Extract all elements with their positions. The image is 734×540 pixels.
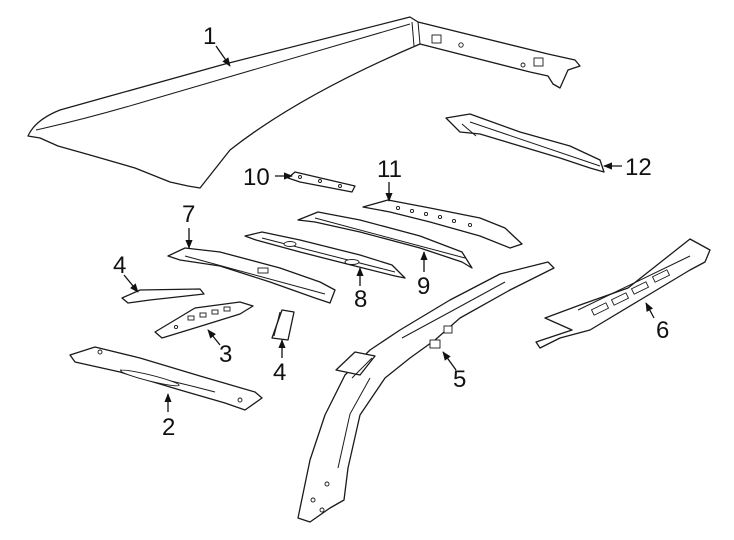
part-9-roof-bow xyxy=(297,211,473,269)
part-1-roof-panel xyxy=(27,16,581,189)
part-3-bow-bracket xyxy=(154,301,254,339)
part-8-roof-bow xyxy=(244,231,406,279)
callout-12: 12 xyxy=(625,154,652,181)
callout-4a: 4 xyxy=(113,252,126,279)
callout-leaders xyxy=(123,45,655,412)
callout-1: 1 xyxy=(203,23,216,50)
callout-8: 8 xyxy=(354,286,367,313)
leader-4a xyxy=(123,274,139,293)
part-6-side-rail xyxy=(535,238,711,349)
callout-4b: 4 xyxy=(273,359,286,386)
part-5-roof-rail xyxy=(297,261,555,523)
leader-1 xyxy=(215,45,231,67)
leader-5 xyxy=(442,351,457,371)
callout-11: 11 xyxy=(377,156,402,183)
callout-3: 3 xyxy=(219,341,232,368)
part-7-roof-bow xyxy=(167,247,336,304)
callout-10: 10 xyxy=(243,164,270,191)
callout-labels: 1 2 3 4 4 5 6 7 8 9 10 11 12 xyxy=(113,23,669,441)
leader-6 xyxy=(645,302,655,319)
callout-2: 2 xyxy=(162,414,175,441)
part-10-bracket xyxy=(287,171,356,193)
part-4-small-bracket-a xyxy=(121,288,205,304)
part-12-rail-bracket xyxy=(445,113,605,173)
callout-7: 7 xyxy=(182,201,195,228)
callout-5: 5 xyxy=(453,366,466,393)
part-4-small-bracket-b xyxy=(271,309,295,341)
callout-9: 9 xyxy=(417,273,430,300)
callout-6: 6 xyxy=(656,317,669,344)
part-11-roof-bow xyxy=(362,199,523,249)
leader-3 xyxy=(207,329,221,346)
part-2-front-header xyxy=(69,346,263,411)
